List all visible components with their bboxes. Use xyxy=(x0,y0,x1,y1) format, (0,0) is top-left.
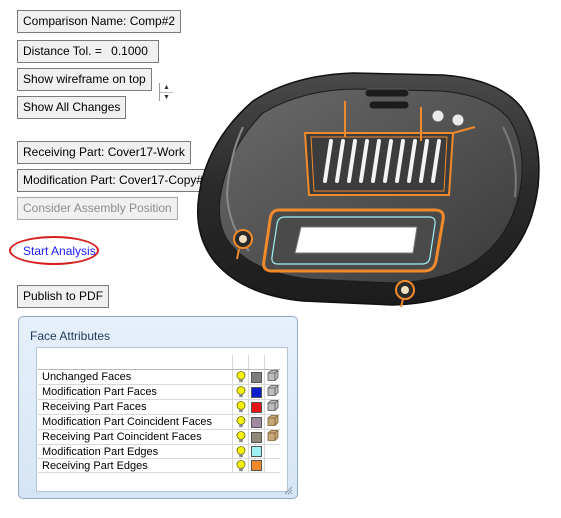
show-wireframe-button[interactable]: Show wireframe on top xyxy=(17,68,152,91)
legend-row: Receiving Part Coincident Faces xyxy=(38,429,280,445)
comparison-name-button[interactable]: Comparison Name: Comp#2 xyxy=(17,10,182,33)
legend-row: Receiving Part Edges xyxy=(38,458,280,473)
cube-icon-cell[interactable] xyxy=(264,369,280,385)
spinner-up-icon[interactable]: ▲ xyxy=(160,83,173,93)
distance-value[interactable]: 0.1000 xyxy=(111,44,148,58)
resize-grip-icon[interactable] xyxy=(283,485,293,495)
legend-label: Receiving Part Coincident Faces xyxy=(38,429,233,445)
legend-row: Receiving Part Faces xyxy=(38,399,280,415)
lightbulb-icon[interactable] xyxy=(232,384,249,400)
legend-label: Modification Part Faces xyxy=(38,384,233,400)
legend-row: Modification Part Coincident Faces xyxy=(38,414,280,430)
boss-left xyxy=(233,229,253,260)
legend-label: Unchanged Faces xyxy=(38,369,233,385)
legend-row: Modification Part Faces xyxy=(38,384,280,400)
consider-assembly-button[interactable]: Consider Assembly Position xyxy=(17,197,178,220)
cube-icon[interactable] xyxy=(267,370,279,384)
lightbulb-icon[interactable] xyxy=(232,444,249,459)
show-all-changes-button[interactable]: Show All Changes xyxy=(17,96,127,119)
cube-icon-cell xyxy=(264,444,280,459)
distance-tolerance-field[interactable]: Distance Tol. = 0.1000 ▲ ▼ xyxy=(17,40,173,101)
color-swatch[interactable] xyxy=(248,429,265,445)
cube-icon-cell[interactable] xyxy=(264,429,280,445)
cube-icon-cell xyxy=(264,458,280,473)
color-swatch[interactable] xyxy=(248,369,265,385)
cube-icon[interactable] xyxy=(267,385,279,399)
color-swatch[interactable] xyxy=(248,414,265,430)
lightbulb-icon[interactable] xyxy=(232,429,249,445)
boss-right xyxy=(395,280,415,308)
cube-icon-cell[interactable] xyxy=(264,399,280,415)
modification-part-button[interactable]: Modification Part: Cover17-Copy#1 xyxy=(17,169,216,192)
start-analysis-button[interactable]: Start Analysis xyxy=(23,244,96,258)
cube-icon[interactable] xyxy=(267,400,279,414)
cube-icon-cell[interactable] xyxy=(264,414,280,430)
distance-spinner[interactable]: ▲ ▼ xyxy=(159,83,173,101)
lightbulb-icon[interactable] xyxy=(232,414,249,430)
color-swatch[interactable] xyxy=(248,399,265,415)
color-swatch[interactable] xyxy=(248,444,265,459)
part-3d-viewport[interactable] xyxy=(193,67,549,309)
window-opening xyxy=(262,208,445,273)
lightbulb-icon[interactable] xyxy=(232,458,249,473)
cube-icon[interactable] xyxy=(267,415,279,429)
panel-title: Face Attributes xyxy=(30,329,111,343)
cube-icon-cell[interactable] xyxy=(264,384,280,400)
legend-label: Modification Part Coincident Faces xyxy=(38,414,233,430)
legend-label: Modification Part Edges xyxy=(38,444,233,459)
rib-array xyxy=(303,88,476,196)
receiving-part-button[interactable]: Receiving Part: Cover17-Work xyxy=(17,141,191,164)
legend-row: Modification Part Edges xyxy=(38,444,280,459)
color-swatch[interactable] xyxy=(248,458,265,473)
legend-label: Receiving Part Faces xyxy=(38,399,233,415)
lightbulb-icon[interactable] xyxy=(232,369,249,385)
publish-pdf-button[interactable]: Publish to PDF xyxy=(17,285,110,308)
distance-label: Distance Tol. = xyxy=(23,44,102,58)
lightbulb-icon[interactable] xyxy=(232,399,249,415)
legend-label: Receiving Part Edges xyxy=(38,458,233,473)
cube-icon[interactable] xyxy=(267,430,279,444)
color-swatch[interactable] xyxy=(248,384,265,400)
legend-row: Unchanged Faces xyxy=(38,369,280,385)
spinner-down-icon[interactable]: ▼ xyxy=(163,94,170,101)
table-header-row xyxy=(38,355,280,370)
